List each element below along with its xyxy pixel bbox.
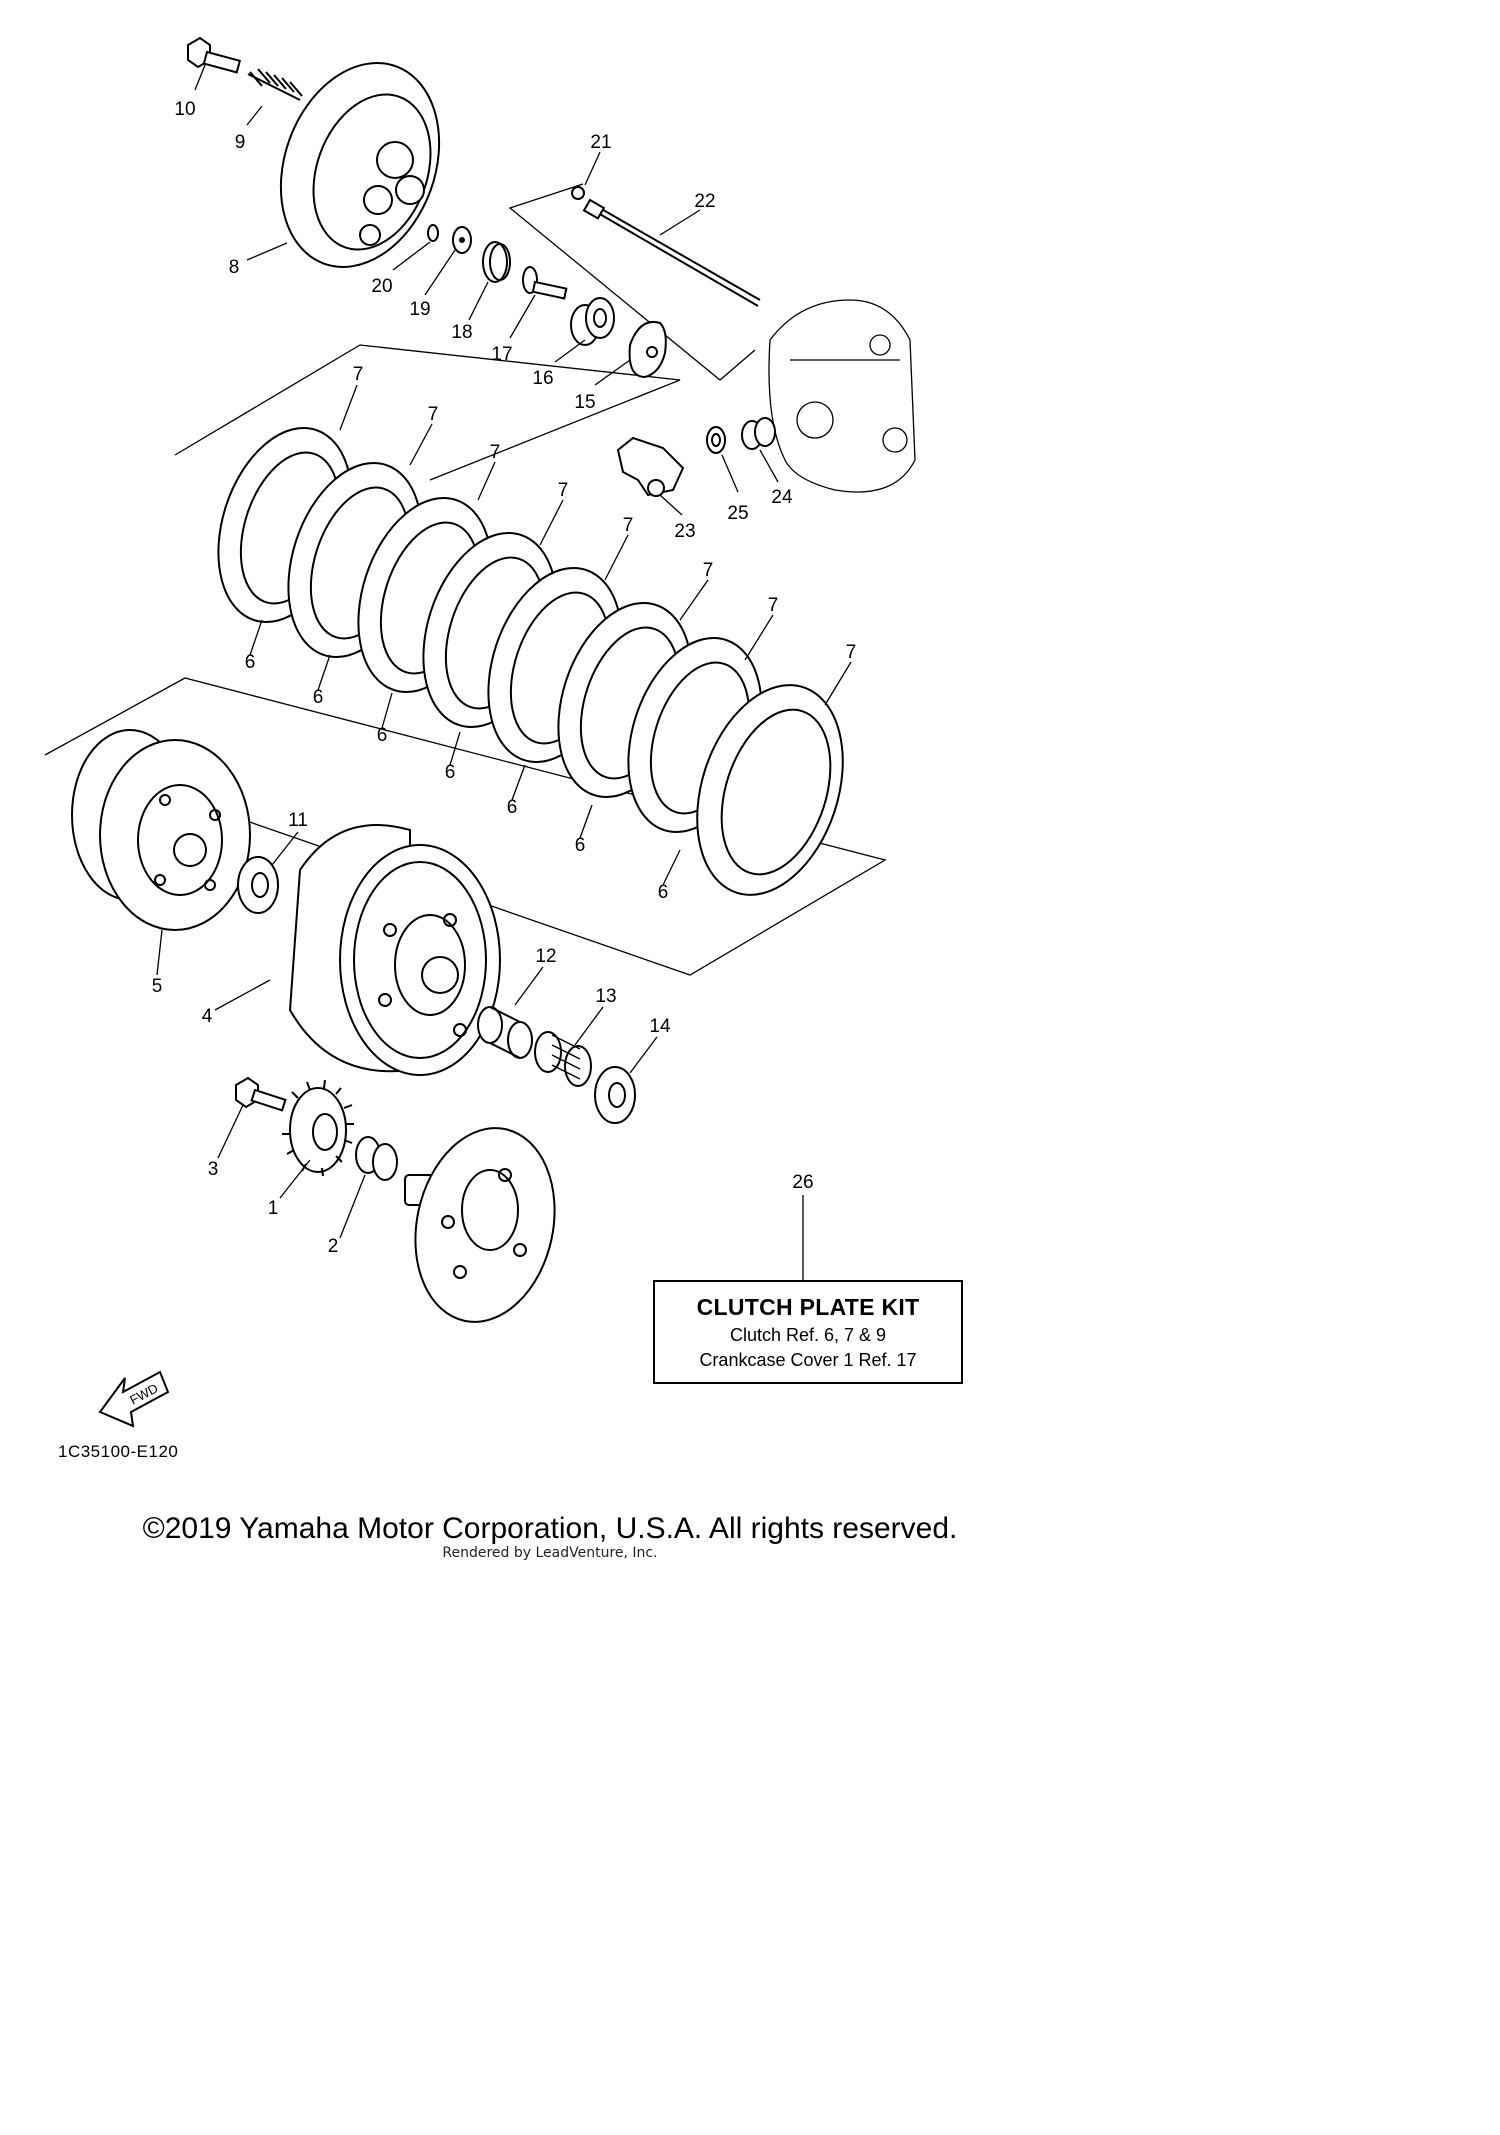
callout-25: 25: [727, 503, 748, 524]
drive-gear-part-1: [282, 1079, 354, 1177]
spring-part-9: [247, 68, 303, 101]
push-rod-part-17: [522, 266, 568, 300]
callout-7e: 7: [623, 515, 634, 536]
callout-6c: 6: [377, 725, 388, 746]
callout-16: 16: [532, 368, 553, 389]
render-note: Rendered by LeadVenture, Inc.: [442, 1545, 658, 1561]
ball-part-21: [571, 186, 585, 200]
callout-22: 22: [694, 191, 715, 212]
callout-26: 26: [792, 1172, 813, 1193]
leader-lines: [156, 64, 852, 1280]
callout-11: 11: [288, 810, 308, 831]
diagram-code: 1C35100-E120: [58, 1442, 179, 1461]
callout-9: 9: [235, 132, 246, 153]
copyright-notice: ©2019 Yamaha Motor Corporation, U.S.A. A…: [142, 1512, 958, 1545]
callout-7a: 7: [353, 364, 364, 385]
plates-group-outline-top: [174, 344, 681, 481]
callout-5: 5: [152, 976, 163, 997]
circlip-part-20: [427, 224, 439, 242]
bolt-part-10: [187, 36, 242, 74]
callout-21: 21: [590, 132, 611, 153]
callout-6d: 6: [445, 762, 456, 783]
callout-20: 20: [371, 276, 392, 297]
callout-7b: 7: [428, 404, 439, 425]
callout-6a: 6: [245, 652, 256, 673]
collar-part-12: [477, 1006, 533, 1059]
callout-15: 15: [574, 392, 595, 413]
callout-6e: 6: [507, 797, 518, 818]
callout-2: 2: [328, 1236, 339, 1257]
callout-19: 19: [409, 299, 430, 320]
callout-1: 1: [268, 1198, 279, 1219]
callout-7f: 7: [703, 560, 714, 581]
pressure-group-outline: [508, 183, 756, 381]
callout-4: 4: [202, 1006, 213, 1027]
push-rod-part-22: [582, 198, 761, 307]
callout-24: 24: [771, 487, 793, 508]
callout-7c: 7: [490, 442, 501, 463]
callout-18: 18: [451, 322, 472, 343]
bearing-part-24: [741, 417, 776, 450]
callout-8: 8: [229, 257, 240, 278]
callout-17: 17: [491, 344, 512, 365]
callout-7d: 7: [558, 480, 569, 501]
pressure-plate-part-8: [279, 62, 441, 268]
callout-numbers: 10 9 8 20 19 18 17 16 15 21 22 23 25 24 …: [152, 99, 857, 1257]
collar-part-16: [570, 297, 615, 346]
thrust-washer-part-14: [594, 1066, 636, 1124]
one-way-clutch-assembly: [404, 1127, 556, 1323]
clutch-housing-part-4: [288, 824, 501, 1076]
bearing-part-18: [482, 241, 511, 283]
callout-14: 14: [649, 1016, 671, 1037]
callout-7h: 7: [846, 642, 857, 663]
clutch-plate-kit-box: CLUTCH PLATE KIT Clutch Ref. 6, 7 & 9 Cr…: [653, 1280, 963, 1384]
callout-3: 3: [208, 1159, 219, 1180]
callout-12: 12: [535, 946, 556, 967]
needle-bearing-part-13: [534, 1031, 592, 1087]
callout-6f: 6: [575, 835, 586, 856]
thrust-washer-part-11: [237, 856, 279, 914]
primary-driven-part-5: [71, 729, 251, 931]
oil-seal-part-25: [706, 426, 726, 454]
kit-line-2: Crankcase Cover 1 Ref. 17: [699, 1350, 917, 1370]
lever-part-23: [616, 436, 685, 497]
plate-part-15: [628, 321, 667, 379]
crankcase-fragment: [768, 299, 916, 493]
collar-part-2: [355, 1136, 398, 1181]
callout-6b: 6: [313, 687, 324, 708]
callout-6g: 6: [658, 882, 669, 903]
callout-10: 10: [174, 99, 195, 120]
washer-part-19: [452, 226, 472, 254]
kit-title: CLUTCH PLATE KIT: [696, 1294, 920, 1320]
plate-stack: [217, 426, 844, 896]
callout-13: 13: [595, 986, 616, 1007]
housing-group-outline: [44, 677, 887, 976]
forward-arrow-icon: FWD: [98, 1370, 170, 1428]
callout-7g: 7: [768, 595, 779, 616]
clutch-parts-diagram: 10 9 8 20 19 18 17 16 15 21 22 23 25 24 …: [44, 36, 916, 1428]
friction-plate-part-7: [696, 684, 844, 896]
bolt-part-3: [235, 1076, 287, 1112]
callout-23: 23: [674, 521, 695, 542]
kit-line-1: Clutch Ref. 6, 7 & 9: [729, 1325, 887, 1345]
